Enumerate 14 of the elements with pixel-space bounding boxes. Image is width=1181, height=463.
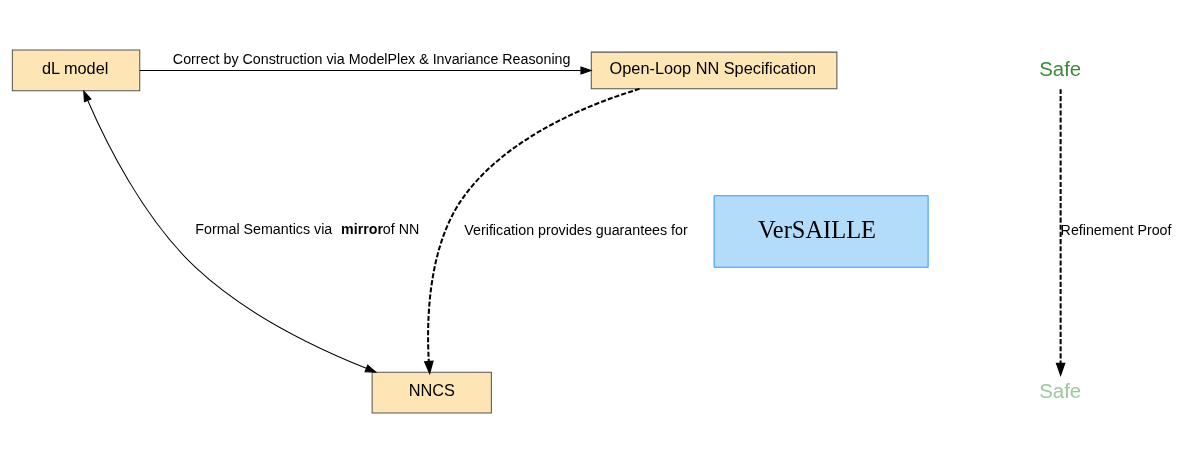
- edge-label: Verification provides guarantees for: [464, 222, 688, 239]
- node-box: Open-Loop NN Specification: [590, 51, 838, 90]
- edge-label: Formal Semantics via mirrorof NN: [195, 221, 420, 238]
- arrow: [1055, 89, 1066, 377]
- edge-label: Refinement Proof: [1060, 222, 1172, 239]
- edge-label: Correct by Construction via ModelPlex & Invariance Reasoning: [172, 50, 571, 67]
- arrow: [83, 89, 378, 373]
- node-box: VerSAILLE: [713, 195, 929, 268]
- arrow: [139, 66, 593, 75]
- node-box: dL model: [11, 49, 141, 92]
- node-text: Safe: [1039, 57, 1082, 80]
- node-text: Safe: [1039, 379, 1082, 402]
- arrow: [423, 87, 640, 376]
- node-box: NNCS: [371, 371, 492, 414]
